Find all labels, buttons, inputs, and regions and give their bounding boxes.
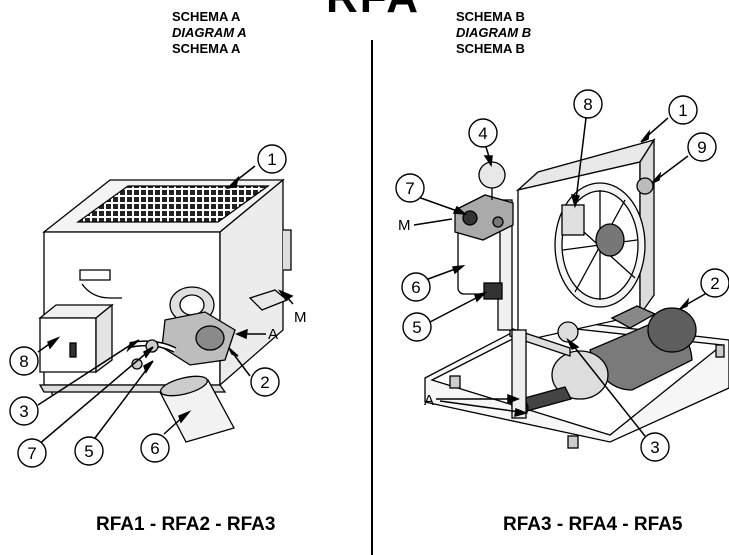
unit-a-leaders: [37, 165, 294, 446]
callout-a-7: [17, 438, 47, 468]
callout-b-5-label: 5: [412, 318, 421, 337]
callout-a-6: [140, 433, 170, 463]
schema-b-heading: SCHEMA B DIAGRAM B SCHEMA B: [456, 9, 531, 57]
unit-b-callouts: [395, 89, 729, 462]
callout-a-8: [9, 346, 39, 376]
callout-a-7-label: 7: [27, 444, 36, 463]
callout-b-2-label: 2: [710, 274, 719, 293]
unit-a-pipe-right: [283, 229, 292, 271]
callout-a-2-label: 2: [260, 373, 269, 392]
callout-b-4-label: 4: [478, 124, 487, 143]
label-b-port-a: A: [424, 392, 434, 409]
unit-b-gauge-9: [636, 177, 654, 195]
models-b-label: RFA3 - RFA4 - RFA5: [503, 514, 683, 535]
callout-b-7-label: 7: [405, 179, 414, 198]
callout-b-9: [687, 132, 717, 162]
schema-b-italian: SCHEMA B: [456, 9, 525, 24]
callout-b-6-label: 6: [411, 278, 420, 297]
callout-b-8-label: 8: [583, 95, 592, 114]
callout-b-3: [640, 432, 670, 462]
unit-b-pump: [551, 350, 609, 400]
schema-a-italian: SCHEMA A: [172, 9, 241, 24]
unit-a-handle: [79, 269, 111, 281]
label-a-port-a: A: [268, 326, 278, 343]
unit-b-manometer: [557, 321, 579, 343]
schema-a-french: SCHEMA A: [172, 41, 241, 56]
callout-a-2: [250, 367, 280, 397]
page-title: RFA: [308, 0, 438, 20]
callout-a-1-label: 1: [267, 150, 276, 169]
callout-b-1: [668, 95, 698, 125]
callout-b-2: [700, 268, 729, 298]
callout-a-6-label: 6: [150, 439, 159, 458]
callout-b-3-label: 3: [650, 438, 659, 457]
callout-a-3: [9, 396, 39, 426]
callout-b-9-label: 9: [697, 138, 706, 157]
unit-a-handle-grip: [81, 283, 122, 299]
callout-b-8: [573, 89, 603, 119]
callout-b-1-label: 1: [678, 101, 687, 120]
schema-a-heading: SCHEMA A DIAGRAM A SCHEMA A: [172, 9, 247, 57]
callout-a-5-label: 5: [84, 442, 93, 461]
callout-a-5: [74, 436, 104, 466]
unit-b-leaders: [413, 117, 713, 437]
callout-b-6: [401, 272, 431, 302]
unit-b-filter-head: [454, 194, 514, 241]
schema-a-english: DIAGRAM A: [172, 25, 247, 40]
callout-a-8-label: 8: [19, 352, 28, 371]
callout-a-3-label: 3: [19, 402, 28, 421]
schema-b-english: DIAGRAM B: [456, 25, 532, 40]
unit-a-cooler-grille: [75, 185, 271, 223]
label-b-port-m: M: [398, 217, 411, 234]
schema-b-french: SCHEMA B: [456, 41, 525, 56]
models-a-label: RFA1 - RFA2 - RFA3: [96, 514, 276, 535]
unit-a-drawing: [38, 178, 292, 443]
unit-a-callouts: [9, 144, 287, 468]
unit-b-gauge-4: [478, 161, 506, 189]
callout-b-5: [402, 312, 432, 342]
callout-b-7: [395, 173, 425, 203]
label-a-port-m: M: [294, 309, 307, 326]
callout-a-1: [257, 144, 287, 174]
unit-b-electric-box: [561, 204, 585, 236]
unit-b-drawing: [424, 137, 729, 449]
unit-b-solenoid: [483, 282, 503, 300]
callout-b-4: [468, 118, 498, 148]
